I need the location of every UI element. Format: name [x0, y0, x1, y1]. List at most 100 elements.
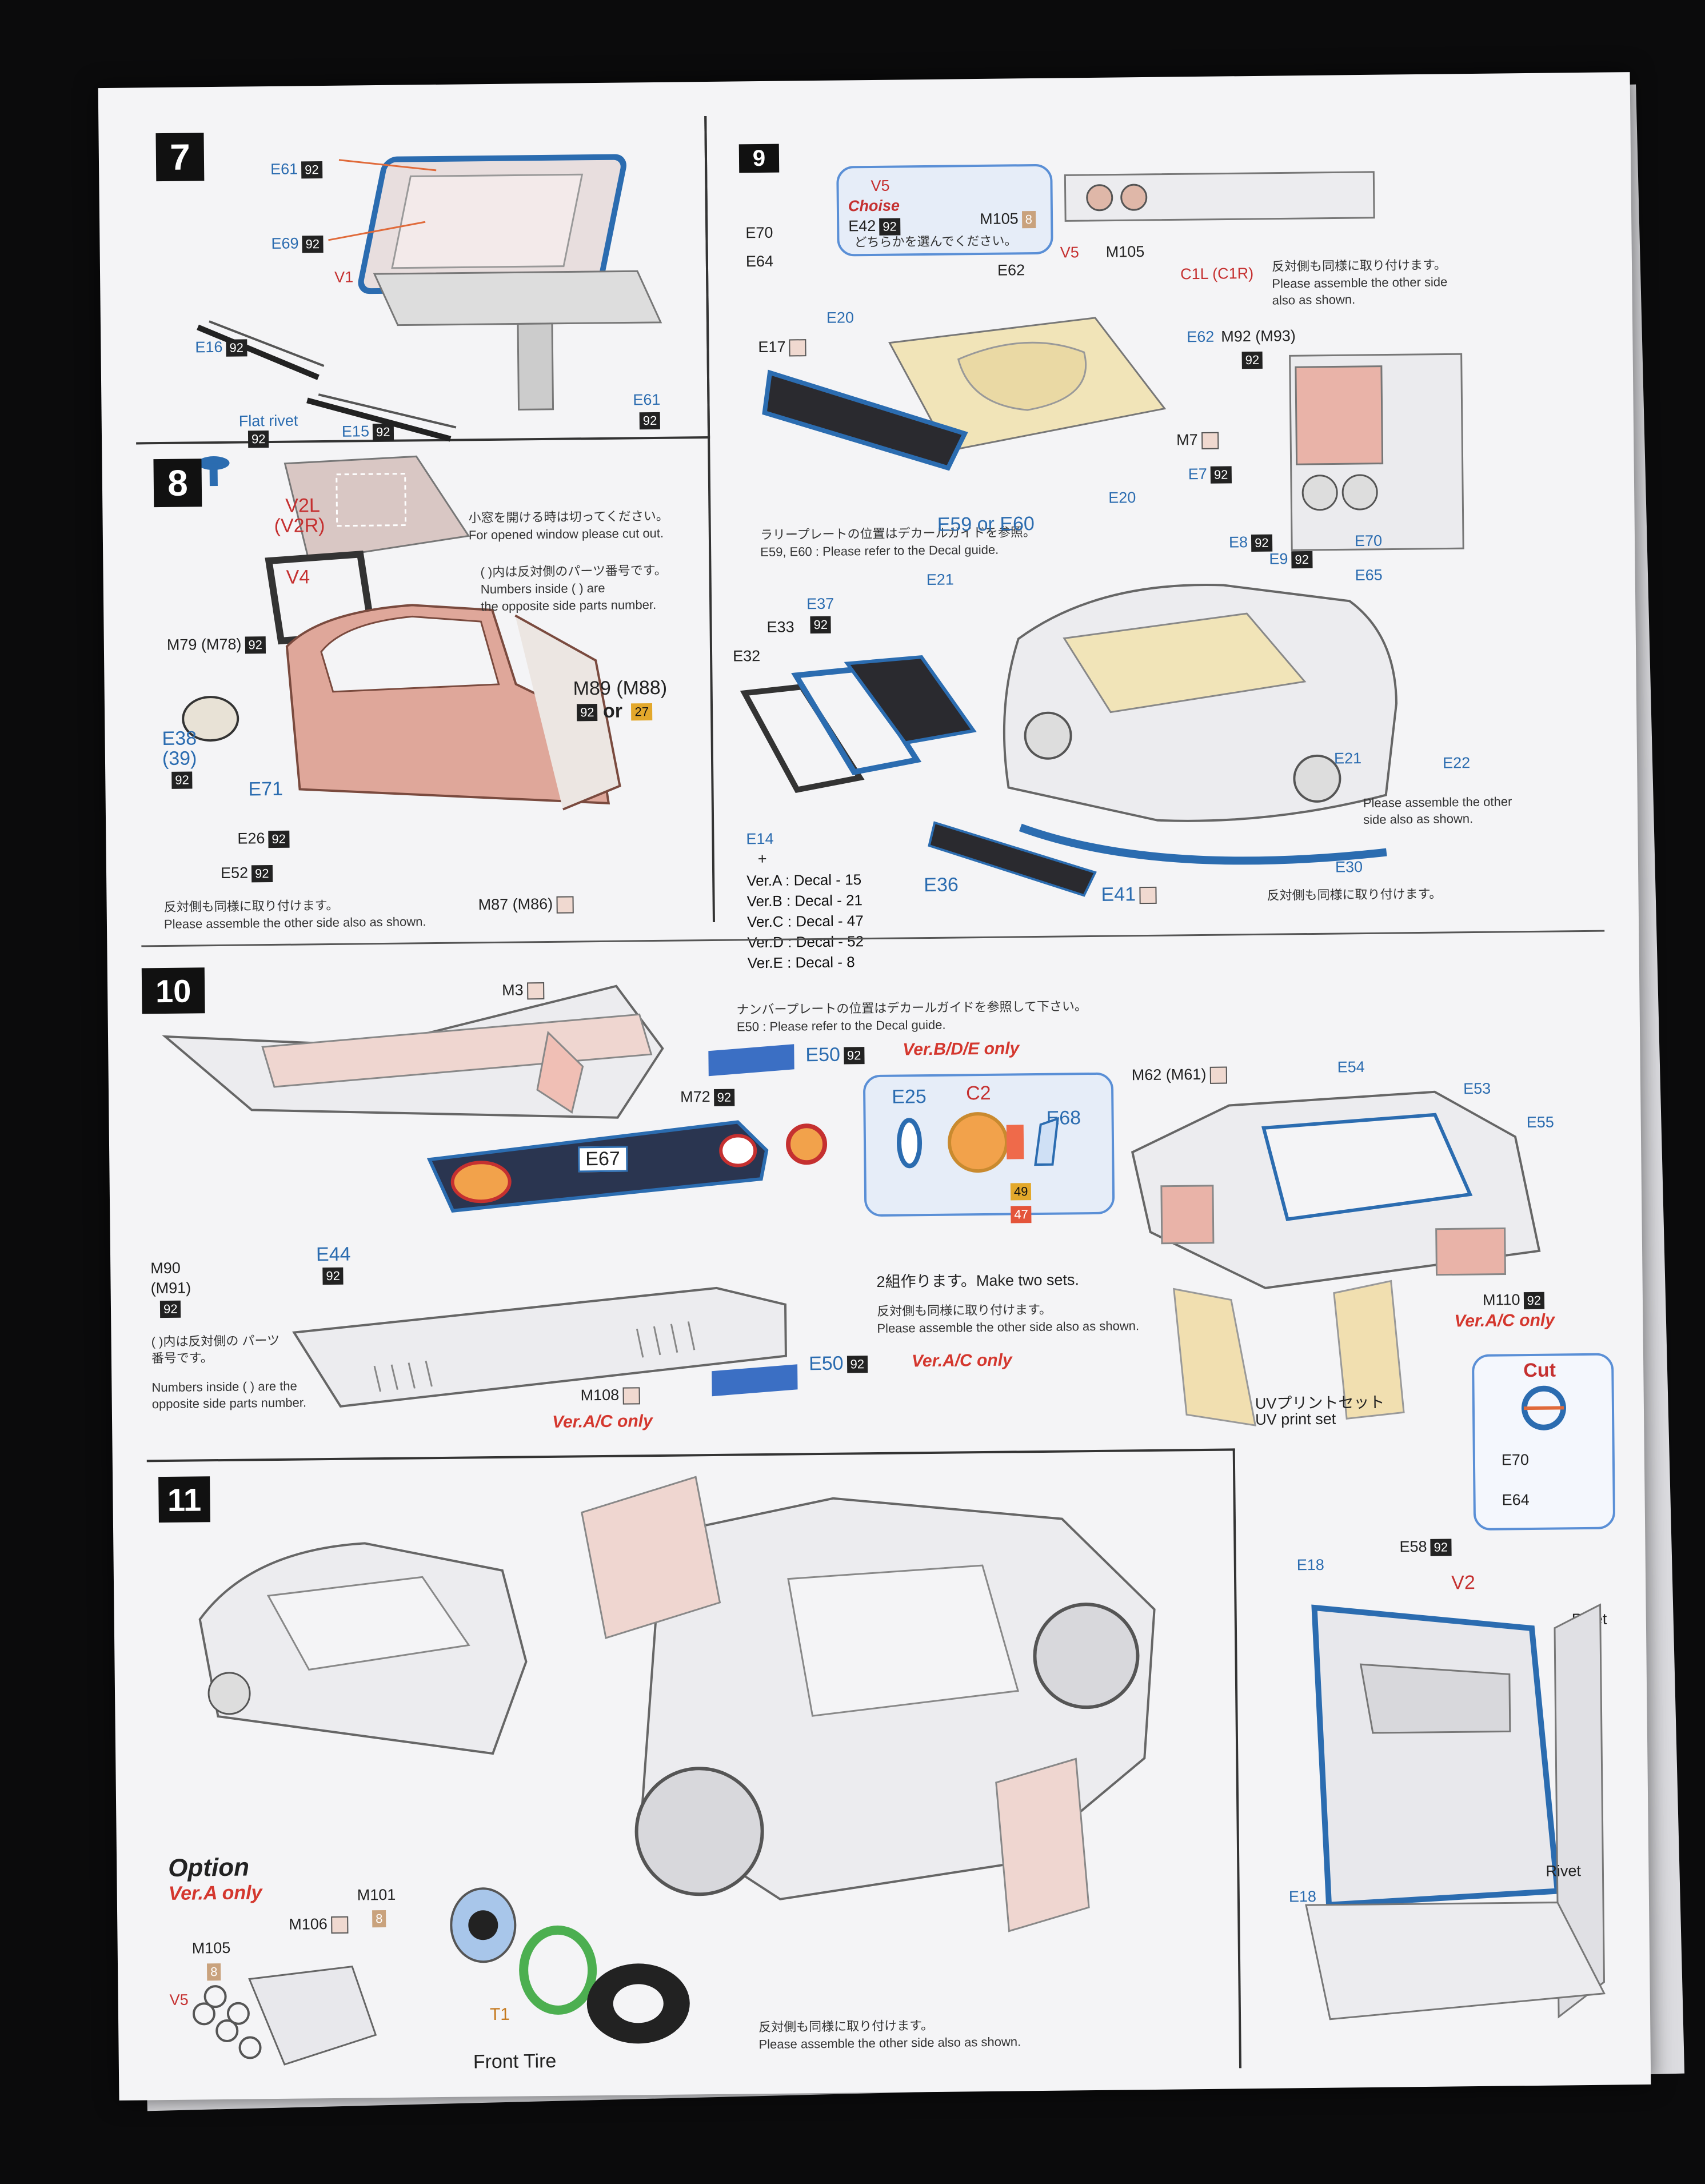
note-plate-en-10: E50 : Please refer to the Decal guide. [736, 1017, 946, 1034]
label-m87: M87 (M86) [478, 895, 574, 915]
label-e14: E14 [746, 830, 774, 848]
label-e21-top: E21 [926, 571, 954, 589]
light-pod-illustration [1064, 171, 1375, 222]
mirror-m79-illustration [182, 696, 239, 742]
label-e38-badge: 92 [168, 770, 193, 789]
label-v2r: (V2R) [274, 515, 325, 537]
label-e62: E62 [997, 261, 1025, 279]
front-body-illustration [1003, 584, 1398, 865]
rear-body-illustration [1131, 1090, 1541, 1289]
note-assemble-jp: 反対側も同様に取り付けます。 [1271, 257, 1447, 274]
note-other-side-en: Please assemble the other side also as s… [163, 914, 426, 932]
rear-light-m92-illustration [1289, 353, 1464, 551]
label-m7: M7 [1176, 431, 1219, 450]
rear-wing-illustration [162, 985, 664, 1119]
label-flat-rivet-badge: 92 [245, 429, 269, 448]
label-m79: M79 (M78)92 [167, 635, 266, 655]
light-assembly-illustration [897, 1112, 1059, 1173]
decal-ver-b: Ver.B : Decal - 21 [746, 891, 863, 910]
mesh-grille-e17-illustration [762, 369, 968, 471]
label-cut: Cut [1523, 1359, 1556, 1382]
mesh-e36-illustration [928, 821, 1097, 897]
note-other-side-en-10: Please assemble the other side also as s… [877, 1318, 1140, 1336]
label-option: Option [167, 1853, 250, 1883]
tag-ver-ac-bumper: Ver.A/C only [552, 1412, 653, 1432]
label-e30: E30 [1335, 858, 1363, 876]
side-window-v2l-illustration [283, 455, 470, 562]
note-other-side-en-11: Please assemble the other side also as s… [758, 2034, 1021, 2052]
label-plus: + [757, 850, 767, 868]
label-m101: M101 [357, 1886, 396, 1904]
rear-bumper-illustration [292, 1286, 787, 1408]
note-paren-jp: ( )内は反対側のパーツ番号です。 [480, 563, 667, 580]
label-flat-rivet: Flat rivet [238, 412, 298, 430]
label-e70: E70 [745, 224, 773, 242]
note-other-side-jp-11: 反対側も同様に取り付けます。 [758, 2018, 934, 2035]
label-m3: M3 [502, 981, 544, 1000]
decal-ver-e: Ver.E : Decal - 8 [747, 953, 855, 972]
label-m105-pod: M105 [1105, 242, 1145, 261]
note-plate-jp-10: ナンバープレートの位置はデカールガイドを参照して下さい。 [736, 999, 1088, 1017]
step-8-number: 8 [153, 459, 202, 508]
rear-window-assembly-illustration [328, 154, 662, 411]
label-c2: C2 [965, 1082, 991, 1105]
label-m108: M108 [580, 1386, 640, 1405]
door-illustration [285, 604, 621, 811]
hood-panel-illustration [888, 317, 1167, 452]
label-v2l: V2L [285, 495, 321, 517]
tag-ver-ac-m110: Ver.A/C only [1454, 1310, 1555, 1331]
cut-ring-icon [1521, 1385, 1566, 1430]
label-e17: E17 [758, 338, 806, 357]
label-e54: E54 [1337, 1058, 1365, 1076]
wiper-e16-illustration [197, 320, 325, 380]
label-make-two-sets: 2組作ります。Make two sets. [876, 1271, 1080, 1290]
note-paren-en-2: the opposite side parts number. [481, 597, 657, 614]
wiper-e15-illustration [306, 393, 457, 442]
note-choose-jp: どちらかを選んでください。 [854, 233, 1017, 250]
label-m89-choice: 92 or 27 [573, 700, 653, 723]
tag-ver-bde: Ver.B/D/E only [903, 1039, 1020, 1059]
label-orange-49: 49 [1007, 1182, 1032, 1201]
label-v1: V1 [334, 268, 354, 286]
label-c1l: C1L (C1R) [1180, 264, 1254, 283]
label-e18-bottom: E18 [1288, 1887, 1317, 1906]
label-e67: E67 [578, 1146, 628, 1173]
label-m89: M89 (M88) [573, 676, 668, 700]
tag-ver-ac: Ver.A/C only [911, 1350, 1012, 1371]
label-e71: E71 [248, 778, 283, 800]
note-other-side-jp-10: 反対側も同様に取り付けます。 [876, 1302, 1052, 1318]
label-t1: T1 [489, 2004, 510, 2024]
label-v4: V4 [286, 566, 310, 588]
label-e18-top: E18 [1296, 1556, 1325, 1574]
note-other-side-en-9: Please assemble the other side also as s… [1363, 794, 1512, 827]
label-m62: M62 (M61) [1132, 1066, 1227, 1085]
label-e44: E44 [316, 1243, 351, 1266]
spotlight-pod-option-illustration [192, 1966, 377, 2066]
label-front-tire: Front Tire [473, 2050, 557, 2073]
label-uv-jp: UVプリントセット [1255, 1393, 1385, 1413]
label-e61-right: E61 [633, 390, 661, 409]
label-e70-cut: E70 [1501, 1451, 1530, 1469]
note-assemble-en: Please assemble the other side also as s… [1272, 274, 1448, 308]
label-v5-pod: V5 [1060, 244, 1079, 261]
flat-rivet-icon [197, 456, 230, 487]
label-rivet-bottom: Rivet [1546, 1862, 1582, 1880]
tag-ver-a-only: Ver.A only [168, 1882, 262, 1905]
decal-ver-c: Ver.C : Decal - 47 [746, 912, 864, 931]
label-e70-right: E70 [1354, 532, 1383, 550]
note-window-cut-jp: 小窓を開ける時は切ってください。 [468, 508, 669, 525]
rear-window-v2-illustration [1305, 1603, 1606, 2020]
